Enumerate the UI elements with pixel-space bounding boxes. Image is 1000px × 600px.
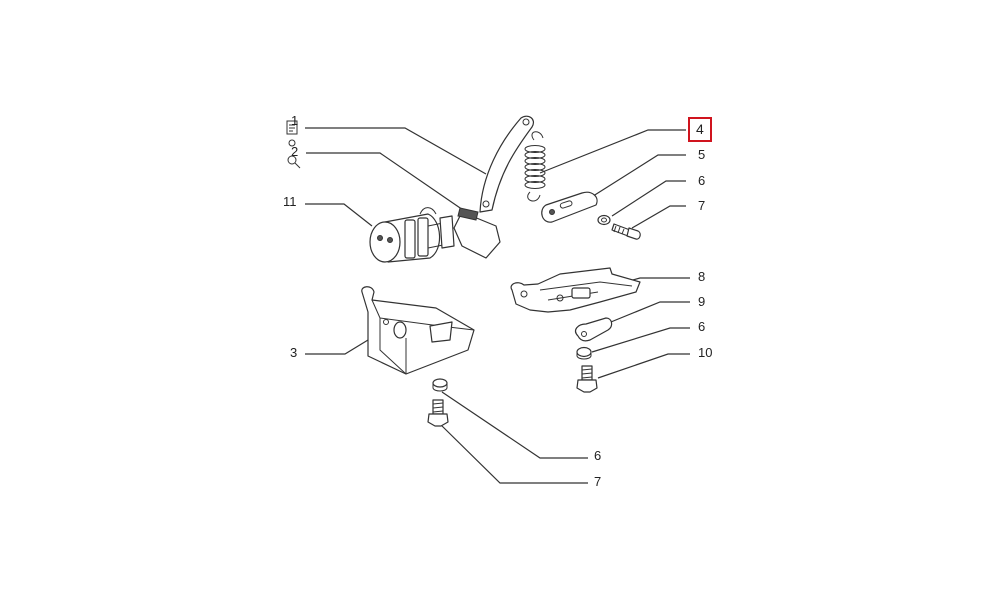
part-lever [479, 115, 534, 213]
leader-5 [589, 154, 686, 199]
part-slotted-plate [541, 191, 598, 223]
leader-lines [305, 127, 690, 484]
leader-4 [539, 129, 686, 174]
leader-7a [631, 205, 686, 229]
callout-2[interactable]: 2 [291, 144, 299, 159]
leader-11 [305, 203, 373, 227]
part-mounting-bracket [361, 286, 475, 375]
part-bolt-bottom [427, 399, 449, 427]
part-lock-cylinder [369, 207, 455, 263]
callout-7-bottom[interactable]: 7 [594, 474, 602, 489]
part-washer-right [576, 346, 592, 360]
callout-6-right[interactable]: 6 [698, 319, 706, 334]
callout-5[interactable]: 5 [698, 147, 706, 162]
leader-2 [306, 152, 467, 213]
callout-7-top[interactable]: 7 [698, 198, 706, 213]
callout-6-bottom[interactable]: 6 [594, 448, 602, 463]
part-washer-bottom [432, 378, 448, 392]
callout-8[interactable]: 8 [698, 269, 706, 284]
leader-7b [439, 423, 588, 484]
part-bolt-right [576, 365, 598, 393]
leader-3 [305, 339, 369, 355]
part-latch-bracket [510, 267, 641, 313]
doc-icon [286, 120, 298, 135]
leader-1 [305, 127, 487, 175]
leader-9 [605, 301, 690, 325]
leader-6a [611, 180, 686, 217]
callout-4-highlighted[interactable]: 4 [688, 117, 712, 142]
callout-1[interactable]: 1 [291, 113, 299, 128]
callout-6-top[interactable]: 6 [698, 173, 706, 188]
part-screw-top [611, 223, 641, 240]
leader-6b [591, 327, 690, 353]
callout-3[interactable]: 3 [290, 345, 298, 360]
part-washer-top [597, 214, 611, 226]
callout-9[interactable]: 9 [698, 294, 706, 309]
callout-10[interactable]: 10 [698, 345, 713, 360]
leader-10 [597, 353, 690, 379]
part-lock-plate [453, 207, 501, 259]
callout-11[interactable]: 11 [283, 194, 297, 209]
leader-6c [441, 391, 588, 459]
zoom-icon [287, 139, 301, 169]
part-spring [524, 131, 546, 202]
part-small-bracket [574, 317, 613, 342]
